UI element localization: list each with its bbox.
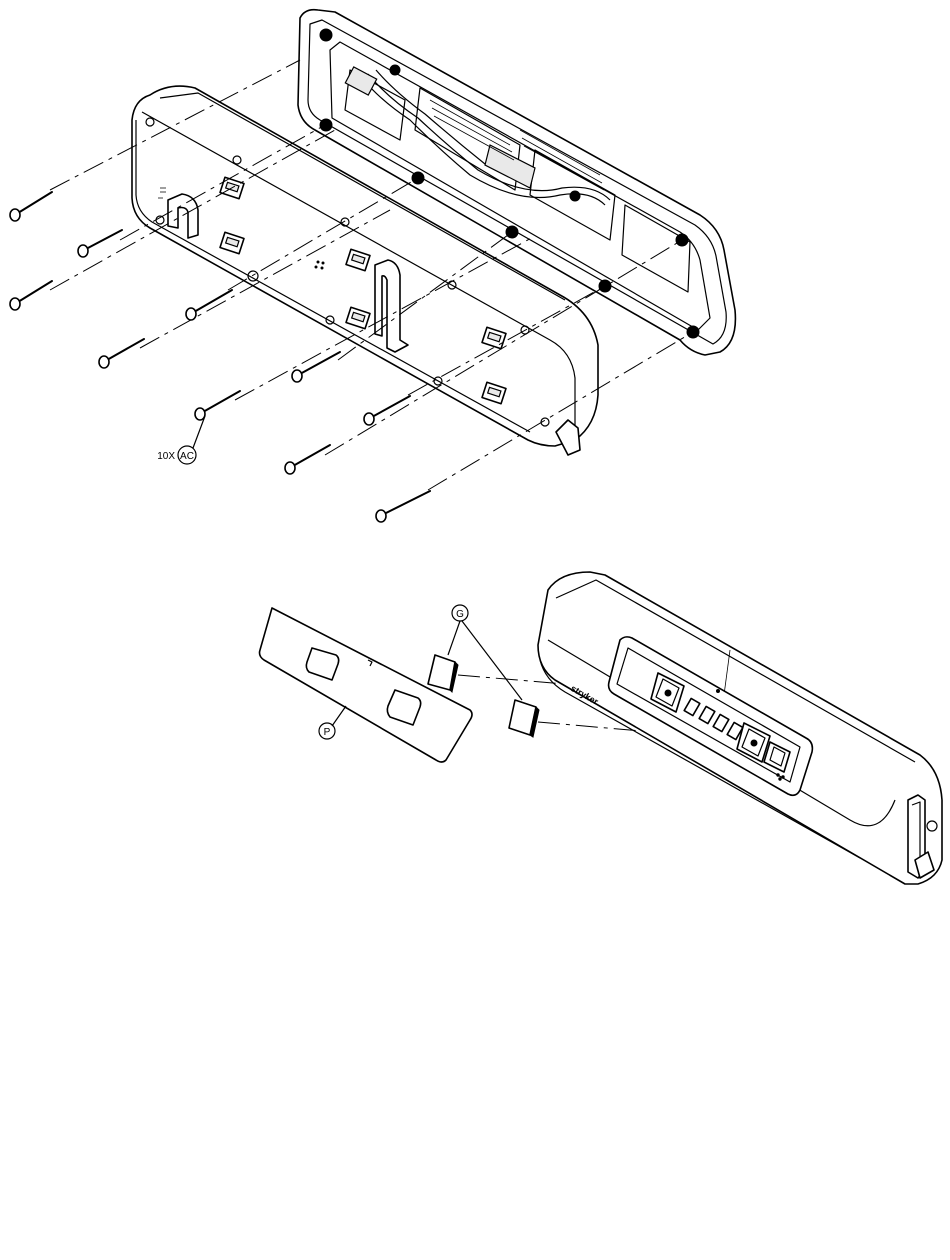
screw [285,445,330,474]
front-housing-front: stryker [538,572,942,884]
callout-screws: AC 10X [157,416,205,464]
callout-screws-ref: AC [180,451,194,462]
screw [10,192,52,221]
screw [78,230,122,257]
callout-pads-ref: G [456,609,464,620]
callout-screws-qty: 10X [157,451,175,462]
callout-label-ref: P [324,727,331,738]
screw [292,352,340,382]
screw [364,396,410,425]
screw [99,339,144,368]
screw [195,391,240,420]
screw [186,290,232,320]
screw [10,281,52,310]
screw [376,491,430,522]
